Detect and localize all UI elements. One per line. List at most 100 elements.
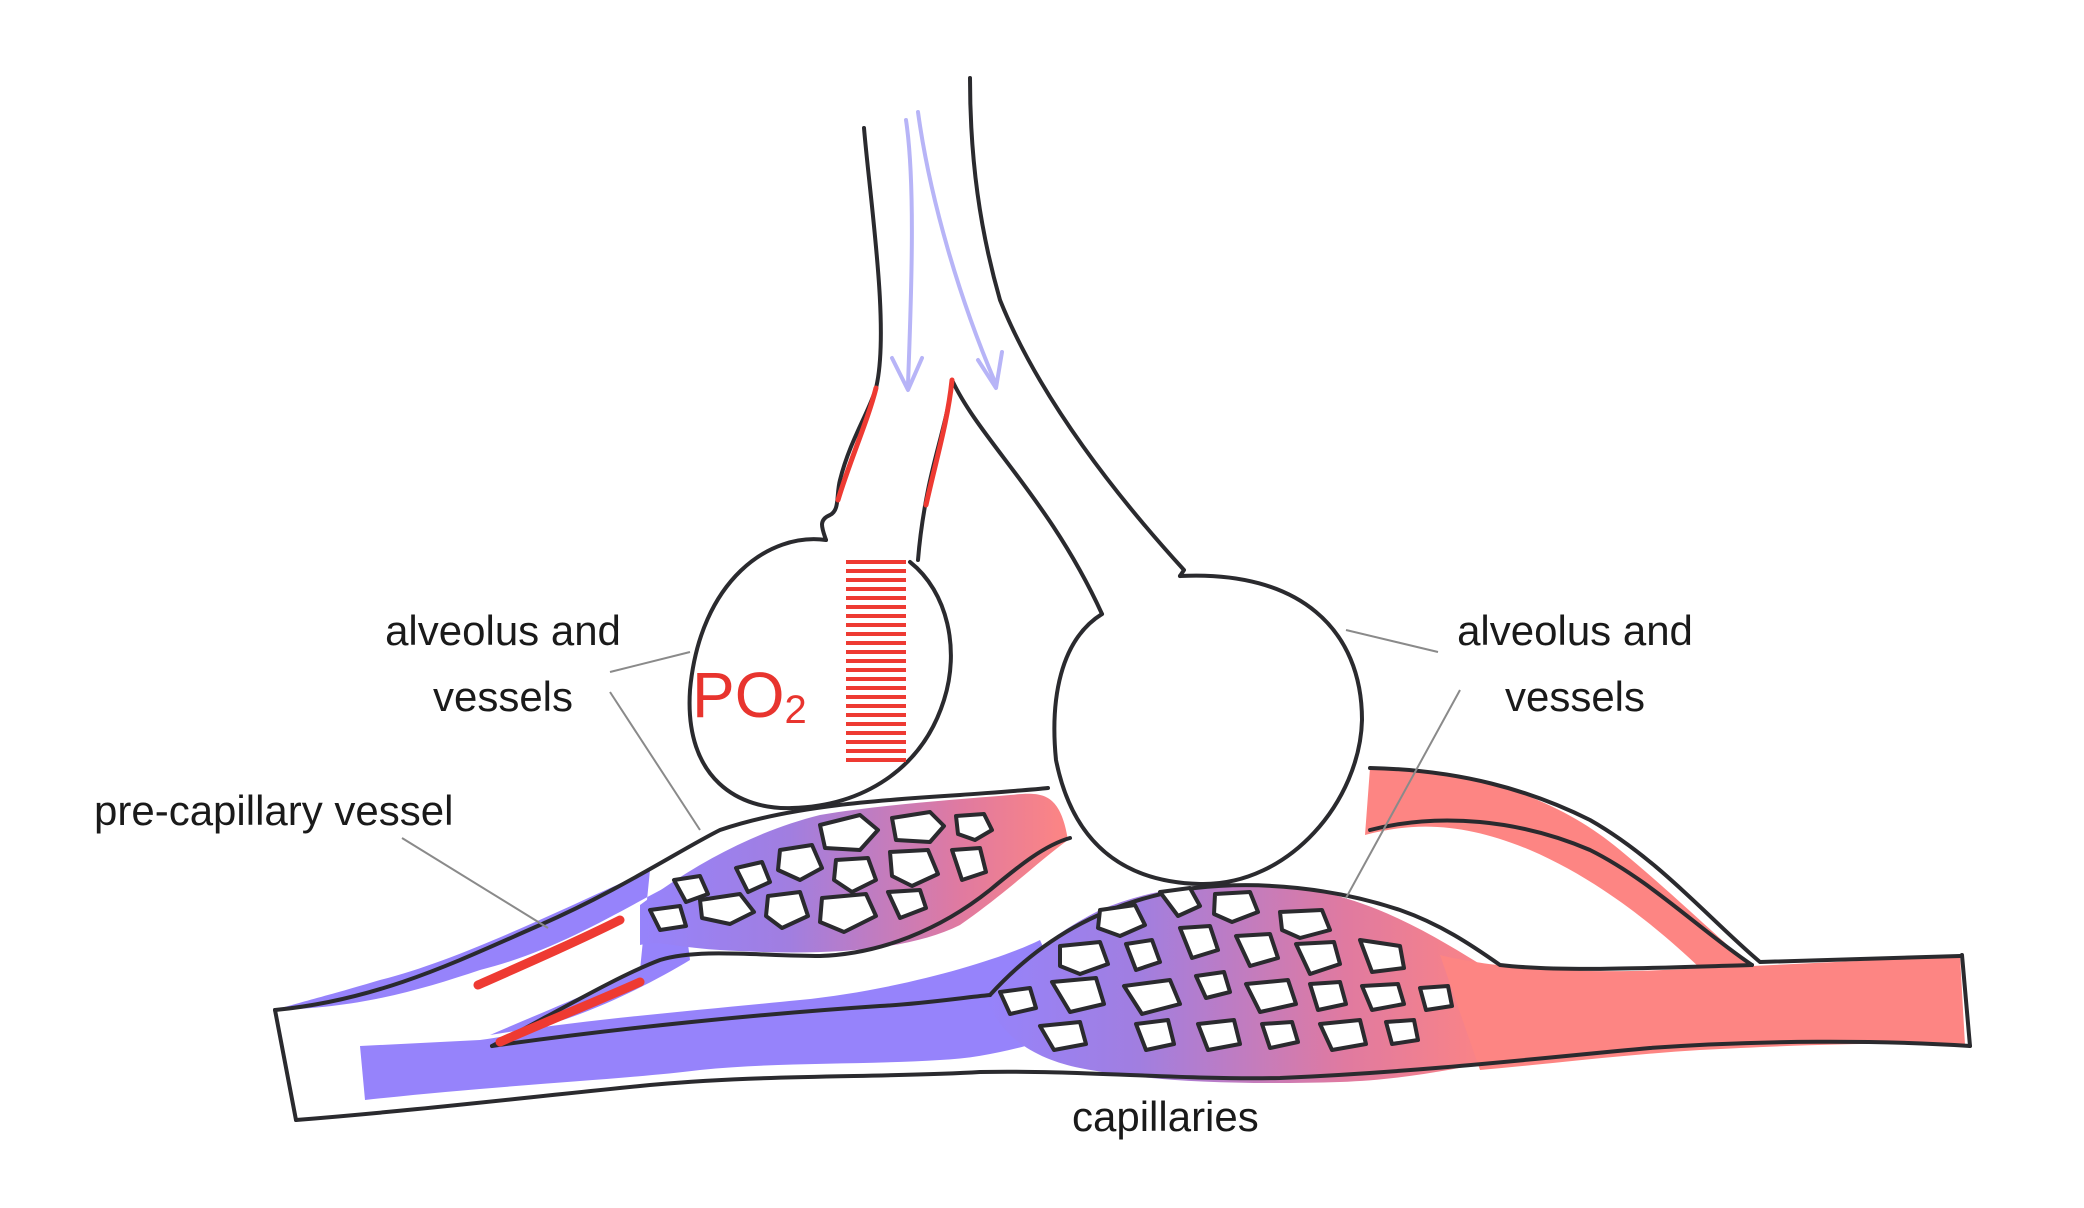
po2-bar [846,713,906,717]
vessel-outline-branch-lower [1368,818,1754,967]
capillary-holes-upper [648,810,994,934]
po2-bar [846,731,906,735]
po2-subscript: 2 [784,688,807,732]
capillary-hole [954,812,994,842]
capillary-hole [734,860,772,894]
airflow-arrows [890,110,1004,392]
capillary-hole [1418,984,1454,1012]
capillary-hole [1194,970,1232,1000]
capillary-hole [1212,890,1260,924]
po2-bar [846,668,906,672]
leader-pre-capillary [401,837,549,929]
airflow-arrow-left [904,118,914,386]
label-alveolus-left-line1: alveolus and [385,607,621,654]
po2-bar [846,695,906,699]
vessel-outline-bottom [294,1039,1972,1122]
po2-bar [846,569,906,573]
pre-capillary-highlight-lower [495,977,645,1047]
oxygenated-upper-branch [1365,768,1752,968]
po2-bar [846,560,906,564]
capillary-hole [1260,1020,1300,1050]
po2-label: PO2 [692,660,807,745]
right-alveolus-outline [1052,573,1364,887]
right-duct-outer-wall [968,76,1186,578]
capillary-hole [776,843,824,882]
leader-vessels-left [609,691,701,831]
leader-alveolus-right [1345,629,1439,653]
capillary-hole [890,810,946,844]
vessel-outline-lower-top [490,993,992,1048]
po2-bar [846,659,906,663]
po2-bar [846,677,906,681]
label-alveolus-left-line2: vessels [432,673,574,720]
pre-capillary-highlight [473,915,645,1047]
capillary-hole [886,888,928,920]
deoxygenated-trunk [275,870,1080,1100]
capillary-hole [1384,1018,1420,1046]
capillary-hole [1050,976,1106,1014]
left-duct-left-wall [820,126,883,542]
capillary-hole [1244,978,1298,1014]
capillary-hole [764,890,810,930]
label-alveolus-left: alveolus and vessels [362,598,644,730]
leader-alveolus-left [609,651,691,673]
left-alveolus-outline [687,537,953,811]
label-alveolus-right-line2: vessels [1504,673,1646,720]
airflow-arrow-right-head [976,350,1004,390]
vessel-outline-left-cap [273,1008,298,1122]
duct-highlight-left [835,385,879,503]
po2-bar-indicator [846,560,906,762]
airflow-arrow-left-head [890,356,924,392]
capillary-hole [832,856,878,894]
po2-bar [846,587,906,591]
airflow-arrow-right [916,110,997,384]
po2-bar [846,596,906,600]
capillary-hole [698,892,756,926]
capillary-hole [648,904,688,932]
pre-capillary-highlight-upper [473,915,625,990]
po2-bar [846,632,906,636]
capillary-hole [818,813,880,852]
duct-highlight-right [923,377,955,508]
po2-bar [846,758,906,762]
po2-bar [846,704,906,708]
capillary-hole [998,986,1038,1016]
capillary-hole [1058,940,1110,976]
oxygenated-lower-right [1440,955,1965,1070]
po2-bar [846,641,906,645]
capillary-hole [672,874,710,904]
capillary-hole [1294,940,1342,976]
po2-main: PO [692,659,785,731]
vessel-outline-branch-upper [1368,766,1962,964]
po2-bar [846,623,906,627]
capillary-hole [1122,978,1182,1016]
capillary-hole [1124,938,1162,972]
po2-bar [846,686,906,690]
po2-bar [846,614,906,618]
po2-bar [846,650,906,654]
label-capillaries: capillaries [1072,1093,1259,1140]
capillary-hole [818,892,878,934]
capillary-hole [1308,980,1348,1012]
label-alveolus-right: alveolus and vessels [1434,598,1716,730]
duct-junction [950,378,1104,616]
capillary-hole [1234,932,1280,968]
capillary-hole [1096,903,1147,938]
capillary-hole [1134,1018,1176,1052]
label-alveolus-right-line1: alveolus and [1457,607,1693,654]
leader-vessels-right [1345,689,1461,899]
po2-bar [846,605,906,609]
airway-and-alveoli [687,76,1364,887]
vessel-outline-right-cap [1960,953,1972,1048]
po2-bar [846,578,906,582]
capillary-hole [1038,1020,1088,1052]
label-pre-capillary: pre-capillary vessel [94,787,454,834]
capillary-holes-lower [998,886,1454,1052]
po2-bar [846,740,906,744]
capillary-hole [1318,1018,1368,1052]
capillary-hole [888,848,940,888]
capillary-hole [1196,1018,1242,1052]
right-alveolus-fill [1049,575,1362,885]
capillary-hole [1358,938,1406,974]
